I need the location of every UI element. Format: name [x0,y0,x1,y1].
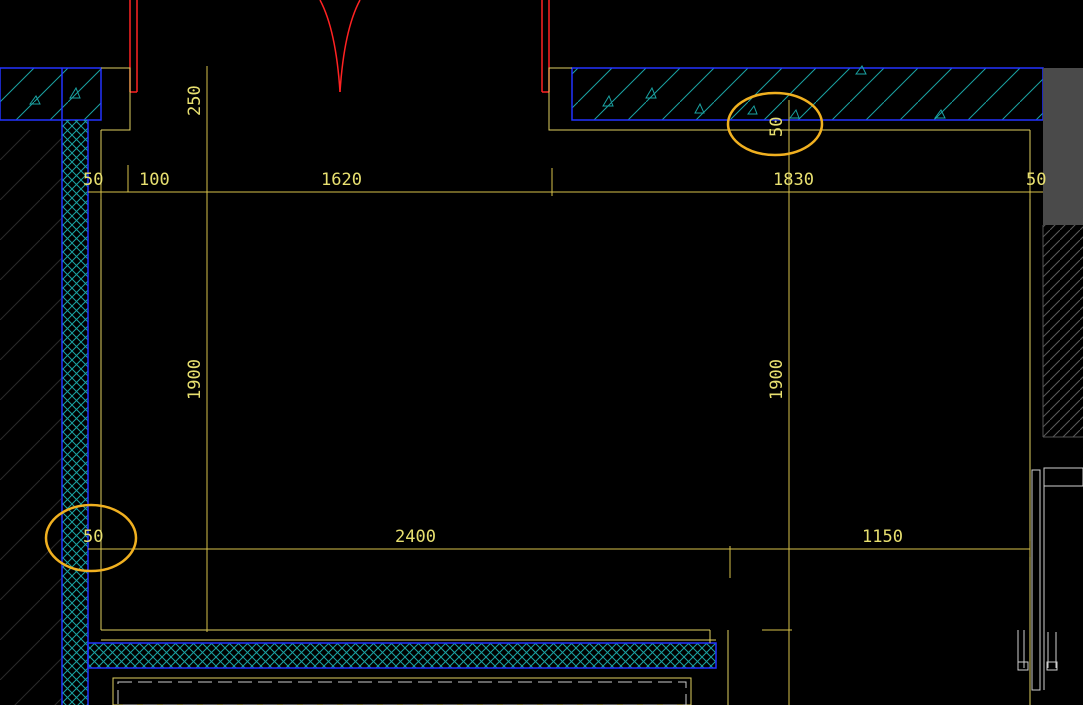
dim-right-1900: 1900 [767,359,787,400]
wall-left [61,68,89,705]
exterior-hatch-left [0,130,62,705]
cabinet-bottom [112,677,692,705]
dim-top-100: 100 [139,170,170,190]
wall-bottom [87,642,717,669]
window-right [1017,467,1083,691]
dim-top-1620: 1620 [321,170,362,190]
dim-top-left-50: 50 [83,170,103,190]
dim-left-1900: 1900 [185,359,205,400]
wall-top-left [0,67,102,121]
door-opening-top [101,0,572,131]
wall-top-right [571,65,1044,121]
dim-wall-50: 50 [767,117,787,137]
highlight-circle-top [726,91,824,157]
highlight-circle-left [44,503,138,573]
dim-top-right-50: 50 [1026,170,1046,190]
dim-top-1830: 1830 [773,170,814,190]
dimension-lines [88,66,1043,705]
dim-bottom-left-50: 50 [83,527,103,547]
dim-vertical-250: 250 [185,85,205,116]
dim-bottom-2400: 2400 [395,527,436,547]
grey-column-right [1042,68,1083,438]
room-outline [100,129,1031,705]
dim-bottom-1150: 1150 [862,527,903,547]
